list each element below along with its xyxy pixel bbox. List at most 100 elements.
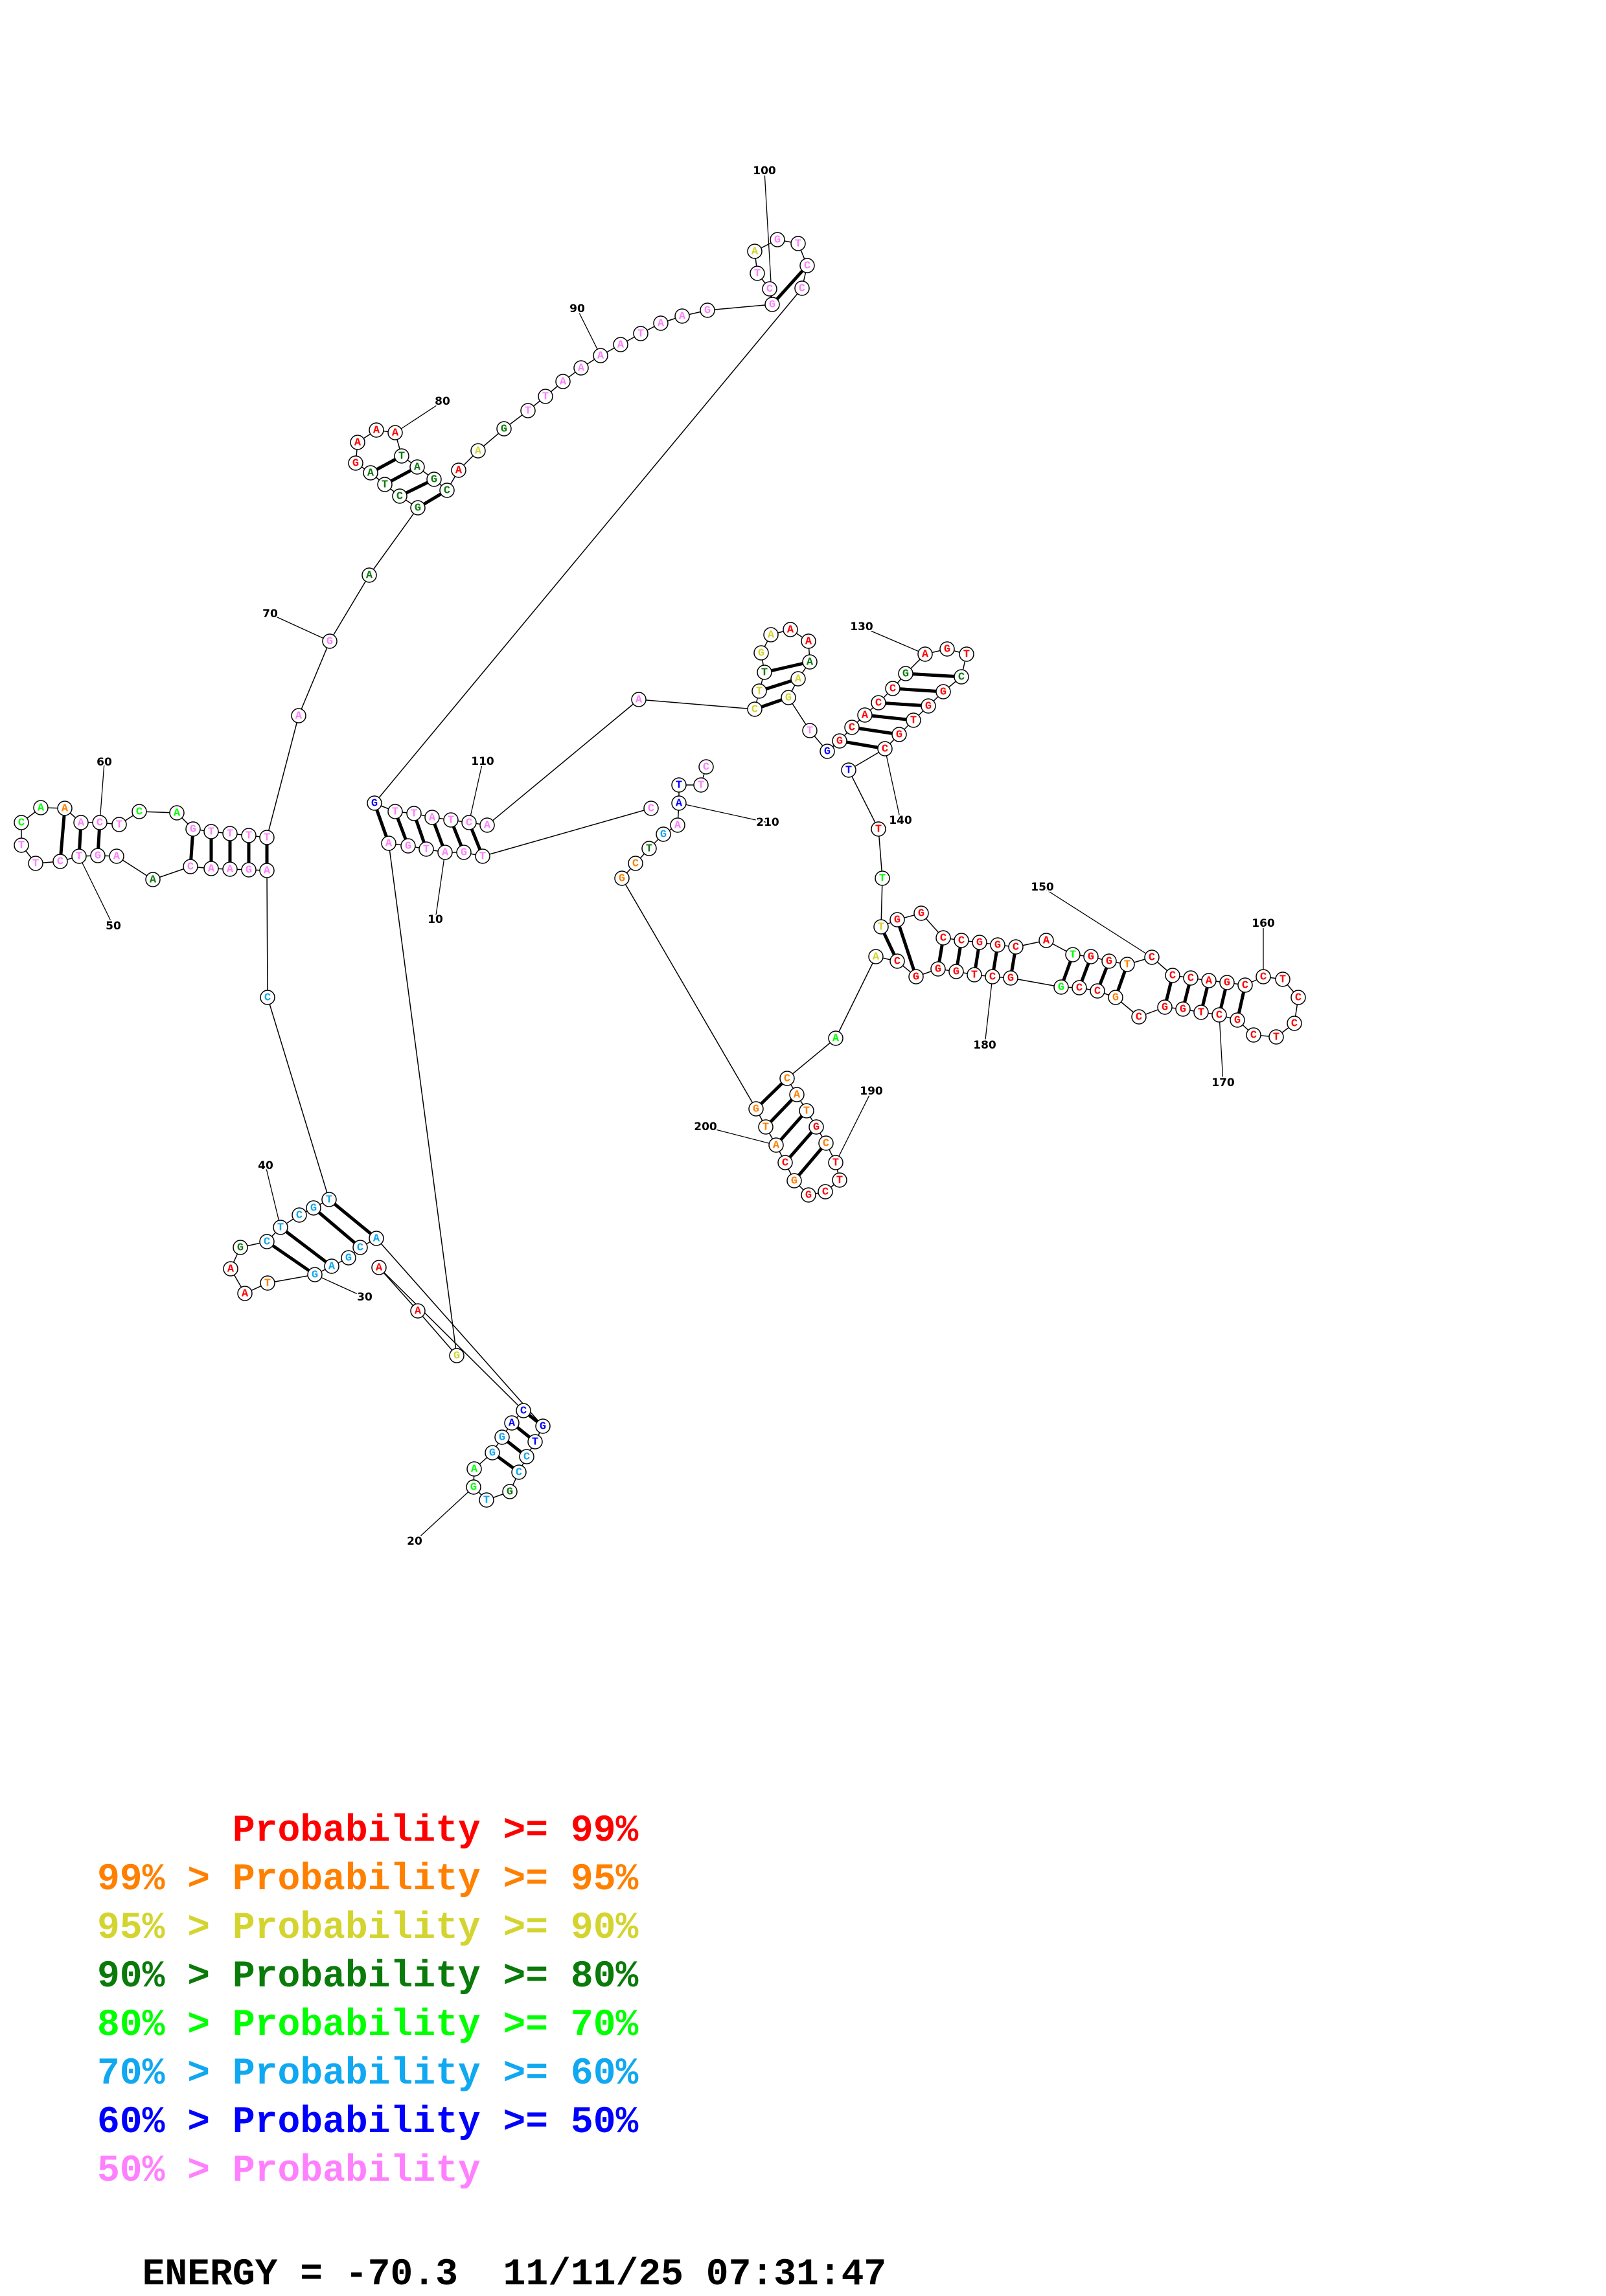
nucleotide-circle <box>641 841 657 856</box>
nucleotide-base: C <box>466 817 472 830</box>
nucleotide-circle <box>871 821 886 837</box>
nucleotide-base: A <box>787 624 794 637</box>
nucleotide: G <box>456 845 472 860</box>
nucleotide: A <box>410 1303 426 1319</box>
nucleotide-base: A <box>373 425 380 437</box>
position-label-ticks <box>78 170 1264 1542</box>
nucleotide-base: T <box>326 1194 332 1207</box>
nucleotide-circle <box>671 795 687 811</box>
nucleotide: T <box>1268 1029 1284 1045</box>
nucleotide-circle <box>764 297 780 312</box>
backbone-segment <box>707 304 773 311</box>
nucleotide-base: T <box>32 858 39 870</box>
nucleotide-base: C <box>703 762 709 774</box>
energy-value: ENERGY = -70.3 <box>142 2254 458 2296</box>
nucleotide: T <box>671 777 687 793</box>
nucleotide-base: G <box>753 1104 759 1116</box>
nucleotide: G <box>889 912 905 927</box>
nucleotide-base: C <box>516 1467 522 1479</box>
nucleotide-circle <box>809 1119 824 1135</box>
nucleotide-circle <box>371 1260 387 1275</box>
nucleotide-base: T <box>875 824 882 836</box>
nucleotide-base: C <box>523 1451 530 1464</box>
nucleotide-base: T <box>76 851 82 863</box>
nucleotide-circle <box>381 835 396 851</box>
nucleotide-circle <box>233 1240 248 1255</box>
nucleotide: T <box>871 821 886 837</box>
position-tick <box>705 1126 777 1146</box>
legend-text: Probability >= 95% <box>232 1859 639 1901</box>
nucleotide-circle <box>818 1184 833 1199</box>
nucleotide-circle <box>406 806 422 821</box>
nucleotide-base: A <box>376 1262 383 1275</box>
nucleotide-circle <box>832 733 847 749</box>
nucleotide-base: A <box>597 350 604 363</box>
nucleotide-circle <box>799 1103 814 1119</box>
backbone-segment <box>266 870 268 998</box>
nucleotide-base: G <box>312 1269 318 1282</box>
nucleotide-circle <box>1211 1007 1227 1023</box>
nucleotide: G <box>535 1418 551 1434</box>
nucleotide-circle <box>496 421 512 437</box>
nucleotide-base: C <box>1149 952 1155 964</box>
nucleotide: T <box>633 326 648 341</box>
nucleotide: T <box>475 848 490 864</box>
nucleotide: G <box>496 421 512 437</box>
nucleotide-base: A <box>795 674 802 686</box>
nucleotide-base: G <box>470 1482 477 1494</box>
nucleotide-base: A <box>113 851 120 863</box>
nucleotide: G <box>1157 999 1173 1015</box>
nucleotide-base: A <box>264 865 271 878</box>
nucleotide: C <box>1090 983 1105 999</box>
backbone-segment <box>487 699 639 826</box>
legend-prefix <box>97 1807 233 1856</box>
nucleotide-circle <box>1219 975 1235 990</box>
backbone-segment <box>267 997 330 1200</box>
energy-footer: ENERGY = -70.3 11/11/25 07:31:47 <box>97 2212 887 2296</box>
nucleotide-base: A <box>373 1233 380 1245</box>
nucleotide-circle <box>948 964 964 979</box>
nucleotide: C <box>1008 939 1024 955</box>
nucleotide-base: G <box>190 824 196 836</box>
nucleotide-base: G <box>660 829 667 841</box>
nucleotide-circle <box>1083 949 1099 964</box>
nucleotide: T <box>111 817 127 832</box>
nucleotide-base: G <box>310 1203 317 1215</box>
nucleotide-base: C <box>1013 942 1019 954</box>
legend-text: Probability <box>232 2150 481 2192</box>
nucleotide-base: G <box>1234 1015 1241 1027</box>
nucleotide-base: G <box>431 474 437 486</box>
nucleotide-circle <box>653 315 669 331</box>
nucleotide: A <box>631 692 647 707</box>
nucleotide-circle <box>828 1155 843 1170</box>
base-pair-bond <box>895 919 918 977</box>
nucleotide-circle <box>906 712 921 728</box>
backbone-segment <box>388 843 457 1356</box>
nucleotide-circle <box>291 708 306 723</box>
nucleotide-base: G <box>940 687 946 699</box>
nucleotide-circle <box>921 698 936 714</box>
nucleotide: A <box>145 872 161 887</box>
nucleotide: G <box>700 302 715 318</box>
nucleotide: A <box>57 801 73 816</box>
nucleotide: C <box>352 1240 368 1255</box>
nucleotide-circle <box>109 848 124 864</box>
nucleotide-circle <box>260 990 275 1005</box>
base-pair-bond <box>905 672 962 679</box>
nucleotide-base: A <box>471 1464 478 1476</box>
nucleotide: C <box>889 953 905 969</box>
nucleotide-circle <box>985 969 1000 984</box>
nucleotide: G <box>781 690 796 705</box>
nucleotide: A <box>1201 973 1217 988</box>
position-tick <box>99 762 105 823</box>
nucleotide: C <box>844 720 860 735</box>
position-label: 140 <box>889 814 912 827</box>
nucleotide: T <box>479 1492 494 1508</box>
position-tick <box>1219 1014 1224 1084</box>
nucleotide: T <box>799 1103 814 1119</box>
nucleotide-circle <box>939 641 955 657</box>
nucleotide: G <box>972 935 987 950</box>
nucleotide-base: A <box>676 798 683 810</box>
nucleotide: A <box>674 308 690 324</box>
nucleotide-base: C <box>766 284 773 296</box>
